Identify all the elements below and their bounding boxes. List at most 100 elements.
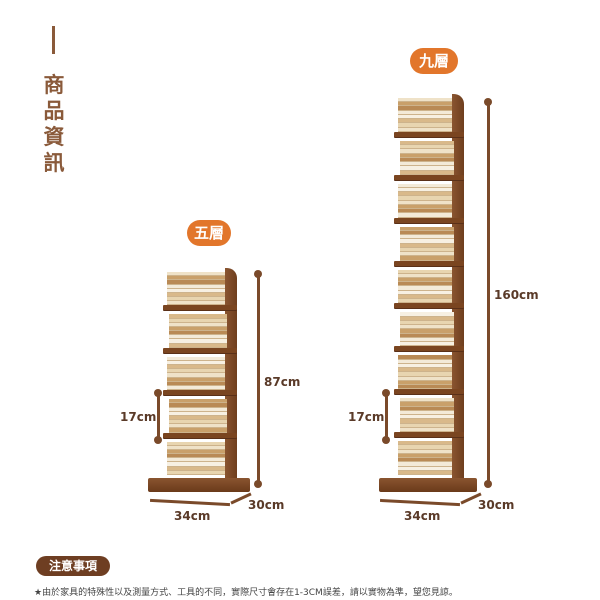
dimension-dot: [484, 98, 492, 106]
book: [398, 127, 452, 132]
shelf-board: [394, 217, 464, 223]
nine-tier-gap: 17cm: [348, 410, 385, 424]
book: [400, 157, 454, 163]
book: [398, 278, 452, 283]
book: [400, 256, 454, 261]
book-stack: [398, 441, 452, 475]
book: [400, 162, 454, 167]
width-dimension-line: [379, 498, 461, 507]
book: [400, 312, 454, 317]
book: [167, 386, 225, 391]
book-stack: [398, 269, 452, 304]
book: [398, 380, 452, 385]
book: [169, 314, 227, 319]
dimension-dot: [154, 389, 162, 397]
shelf-board: [163, 305, 237, 311]
book: [167, 441, 225, 446]
book: [398, 470, 452, 475]
book: [400, 247, 454, 253]
book: [400, 427, 454, 433]
book: [167, 288, 225, 293]
dimension-dot: [382, 436, 390, 444]
book: [169, 318, 227, 323]
book-stack: [400, 312, 454, 347]
book: [398, 286, 452, 291]
shelf-board: [394, 432, 464, 438]
book: [169, 322, 227, 327]
book: [167, 284, 225, 289]
book: [400, 243, 454, 248]
page-title: 商品資訊: [43, 73, 65, 175]
gap-dimension-line: [157, 392, 160, 440]
book: [398, 213, 452, 218]
nine-tier-height: 160cm: [494, 288, 539, 302]
book: [167, 365, 225, 370]
book: [167, 297, 225, 302]
book: [169, 335, 227, 340]
book-stack: [167, 272, 225, 306]
book: [167, 356, 225, 361]
book: [169, 339, 227, 344]
book: [398, 183, 452, 188]
shelf-spine: [225, 268, 237, 488]
book: [398, 114, 452, 120]
book: [398, 106, 452, 111]
book: [398, 188, 452, 193]
book: [169, 331, 227, 336]
book-stack: [400, 140, 454, 175]
book: [400, 140, 454, 146]
dimension-dot: [382, 389, 390, 397]
book: [400, 230, 454, 236]
book: [398, 110, 452, 115]
shelf-base: [379, 478, 477, 492]
book: [398, 282, 452, 287]
book: [400, 406, 454, 411]
notice-text: ★由於家具的特殊性以及測量方式、工具的不同，實際尺寸會存在1-3CM誤差，請以實…: [34, 588, 458, 598]
book: [169, 424, 227, 429]
book: [167, 449, 225, 455]
book-stack: [398, 355, 452, 390]
book: [398, 441, 452, 446]
book: [398, 449, 452, 454]
book: [169, 407, 227, 412]
book: [169, 411, 227, 416]
book: [398, 102, 452, 107]
shelf-base: [148, 478, 250, 492]
book: [167, 280, 225, 285]
book: [400, 423, 454, 428]
book: [398, 355, 452, 360]
title-divider: [52, 26, 55, 54]
book: [398, 119, 452, 124]
five-tier-shelf-image: [145, 268, 255, 498]
book: [398, 462, 452, 467]
dimension-dot: [154, 436, 162, 444]
book: [169, 403, 227, 408]
book: [398, 384, 452, 390]
nine-tier-shelf-image: [376, 94, 482, 498]
book: [167, 454, 225, 459]
dimension-dot: [484, 480, 492, 488]
book: [167, 445, 225, 450]
book: [398, 466, 452, 471]
book: [398, 368, 452, 373]
book: [167, 462, 225, 467]
dimension-dot: [254, 270, 262, 278]
nine-tier-depth: 30cm: [478, 498, 515, 512]
book: [167, 381, 225, 387]
book: [400, 419, 454, 424]
book: [398, 123, 452, 128]
height-dimension-line: [487, 102, 490, 484]
book-stack: [400, 398, 454, 433]
book: [398, 445, 452, 450]
book: [167, 377, 225, 382]
gap-dimension-line: [385, 392, 388, 440]
book: [169, 399, 227, 404]
nine-tier-width: 34cm: [404, 509, 441, 523]
book: [400, 316, 454, 321]
book: [400, 402, 454, 407]
book: [400, 333, 454, 338]
book: [398, 192, 452, 197]
book: [167, 369, 225, 374]
book: [398, 363, 452, 369]
book-stack: [169, 399, 227, 433]
